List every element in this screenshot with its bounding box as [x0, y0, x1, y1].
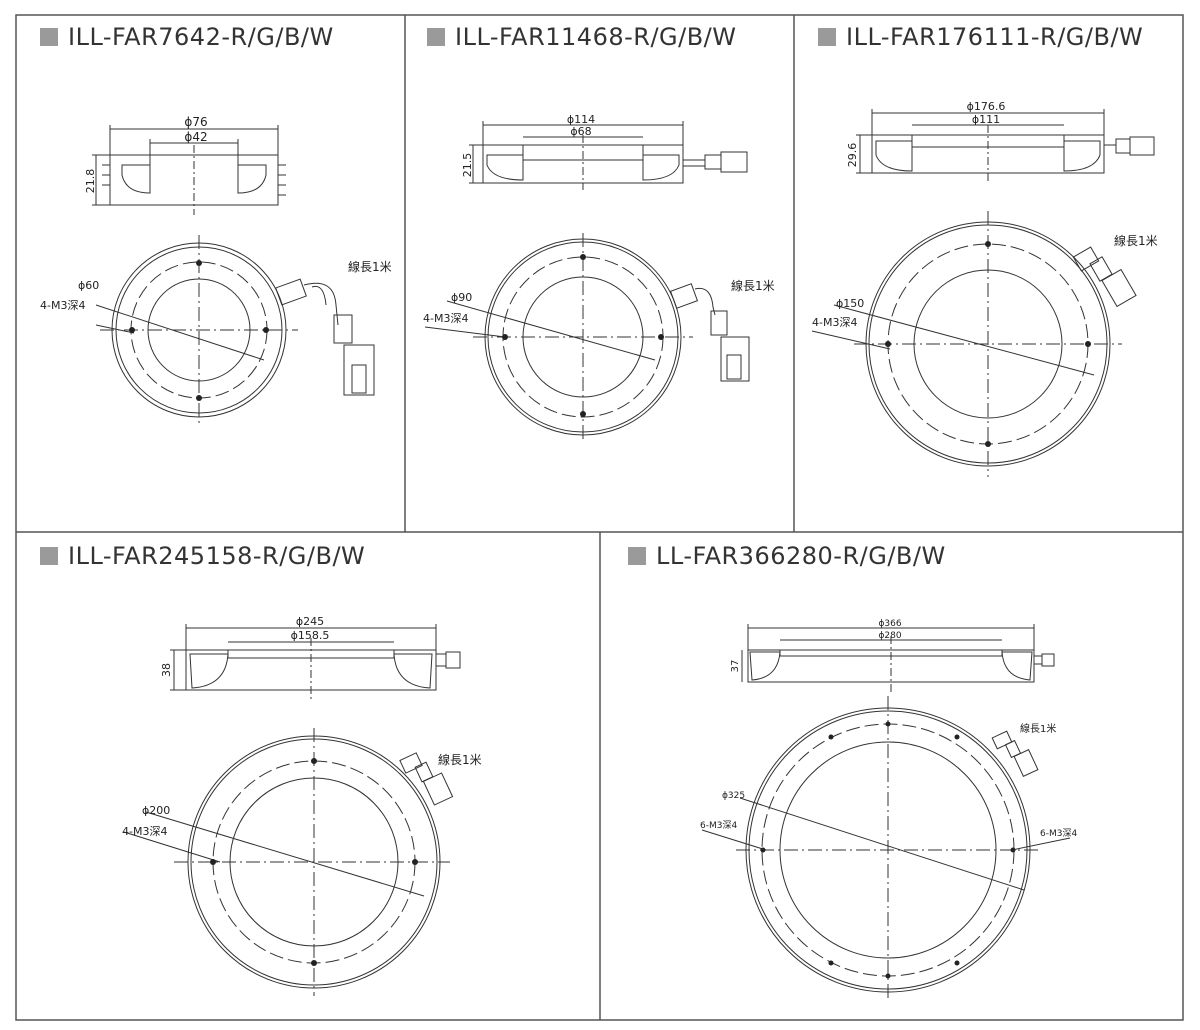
front-view [811, 211, 1122, 477]
dim-pcd: ϕ90 [451, 291, 472, 304]
dim-inner-diameter: ϕ68 [570, 125, 591, 138]
dim-outer-diameter: ϕ245 [296, 615, 324, 628]
dim-outer-diameter: ϕ176.6 [967, 100, 1006, 113]
dim-inner-diameter: ϕ111 [972, 113, 1000, 126]
dim-inner-diameter: ϕ42 [184, 130, 207, 144]
dim-pcd: ϕ200 [142, 804, 170, 817]
dim-pcd: ϕ150 [836, 297, 864, 310]
cable-length-label: 線長1米 [438, 752, 482, 767]
dim-holes: 4-M3深4 [423, 312, 468, 325]
mounting-holes [129, 260, 269, 401]
connector [1072, 246, 1137, 308]
connector [399, 752, 454, 806]
square-marker-icon [40, 547, 58, 565]
square-marker-icon [628, 547, 646, 565]
model-name: ILL-FAR176111-R/G/B/W [846, 23, 1144, 51]
model-name: ILL-FAR245158-R/G/B/W [68, 542, 366, 570]
dim-inner-diameter: ϕ280 [878, 631, 901, 641]
front-view [123, 728, 450, 996]
dim-holes-right: 6-M3深4 [1040, 828, 1077, 839]
dim-outer-diameter: ϕ114 [567, 113, 595, 126]
mounting-holes [502, 254, 664, 417]
panel-far245158: ILL-FAR245158-R/G/B/W [16, 532, 600, 1020]
dim-height: 38 [160, 663, 173, 677]
panel-title: ILL-FAR245158-R/G/B/W [40, 542, 365, 570]
cable-length-label: 線長1米 [1114, 233, 1158, 248]
panel-far11468: ILL-FAR11468-R/G/B/W [405, 15, 794, 532]
dim-height: 21.8 [84, 169, 97, 194]
drawing-far176111: ϕ176.6 ϕ111 29.6 ϕ150 4-M3深4 線長1米 [811, 100, 1158, 477]
mounting-holes [885, 241, 1091, 447]
drawing-far11468: ϕ114 ϕ68 21.5 ϕ90 4-M3深4 線長1米 [423, 113, 775, 443]
mounting-holes [210, 758, 418, 966]
dim-holes: 4-M3深4 [122, 825, 167, 838]
dim-height: 29.6 [846, 143, 859, 168]
panel-far366280: LL-FAR366280-R/G/B/W [600, 532, 1183, 1020]
square-marker-icon [427, 28, 445, 46]
connector [669, 283, 750, 382]
side-view [856, 109, 1155, 181]
dim-holes: 4-M3深4 [812, 316, 857, 329]
dim-inner-diameter: ϕ158.5 [291, 629, 330, 642]
dim-height: 37 [730, 660, 741, 673]
side-view [92, 125, 286, 215]
connector [991, 730, 1039, 778]
cable-length-label: 線長1米 [1020, 722, 1056, 735]
dim-outer-diameter: ϕ76 [184, 115, 207, 129]
connector [275, 278, 375, 396]
drawing-far7642: ϕ76 ϕ42 21.8 ϕ60 4-M3深4 線長1米 [40, 115, 392, 425]
model-name: ILL-FAR7642-R/G/B/W [68, 23, 334, 51]
dim-height: 21.5 [461, 153, 474, 178]
mounting-holes [760, 721, 1016, 979]
square-marker-icon [818, 28, 836, 46]
model-name: ILL-FAR11468-R/G/B/W [455, 23, 737, 51]
drawing-far245158: ϕ245 ϕ158.5 38 ϕ200 4-M3深4 線長1米 [122, 615, 482, 996]
side-view [741, 624, 1055, 692]
square-marker-icon [40, 28, 58, 46]
dim-pcd: ϕ325 [722, 791, 745, 801]
model-name: LL-FAR366280-R/G/B/W [656, 542, 946, 570]
panel-far7642: ILL-FAR7642-R/G/B/W [16, 15, 405, 532]
panel-title: ILL-FAR11468-R/G/B/W [427, 23, 737, 51]
panel-title: LL-FAR366280-R/G/B/W [628, 542, 946, 570]
panel-title: ILL-FAR7642-R/G/B/W [40, 23, 334, 51]
dim-pcd: ϕ60 [78, 279, 99, 292]
panel-title: ILL-FAR176111-R/G/B/W [818, 23, 1143, 51]
cable-length-label: 線長1米 [731, 278, 775, 293]
dim-holes-left: 6-M3深4 [700, 820, 737, 831]
side-view [469, 121, 748, 190]
panel-far176111: ILL-FAR176111-R/G/B/W [794, 15, 1183, 532]
front-view [424, 233, 693, 443]
drawing-far366280: ϕ366 ϕ280 37 ϕ325 6-M3深4 6-M3深4 線長1米 [700, 619, 1077, 998]
dim-outer-diameter: ϕ366 [878, 619, 901, 629]
dim-holes: 4-M3深4 [40, 299, 85, 312]
cable-length-label: 線長1米 [348, 259, 392, 274]
side-view [170, 624, 461, 702]
